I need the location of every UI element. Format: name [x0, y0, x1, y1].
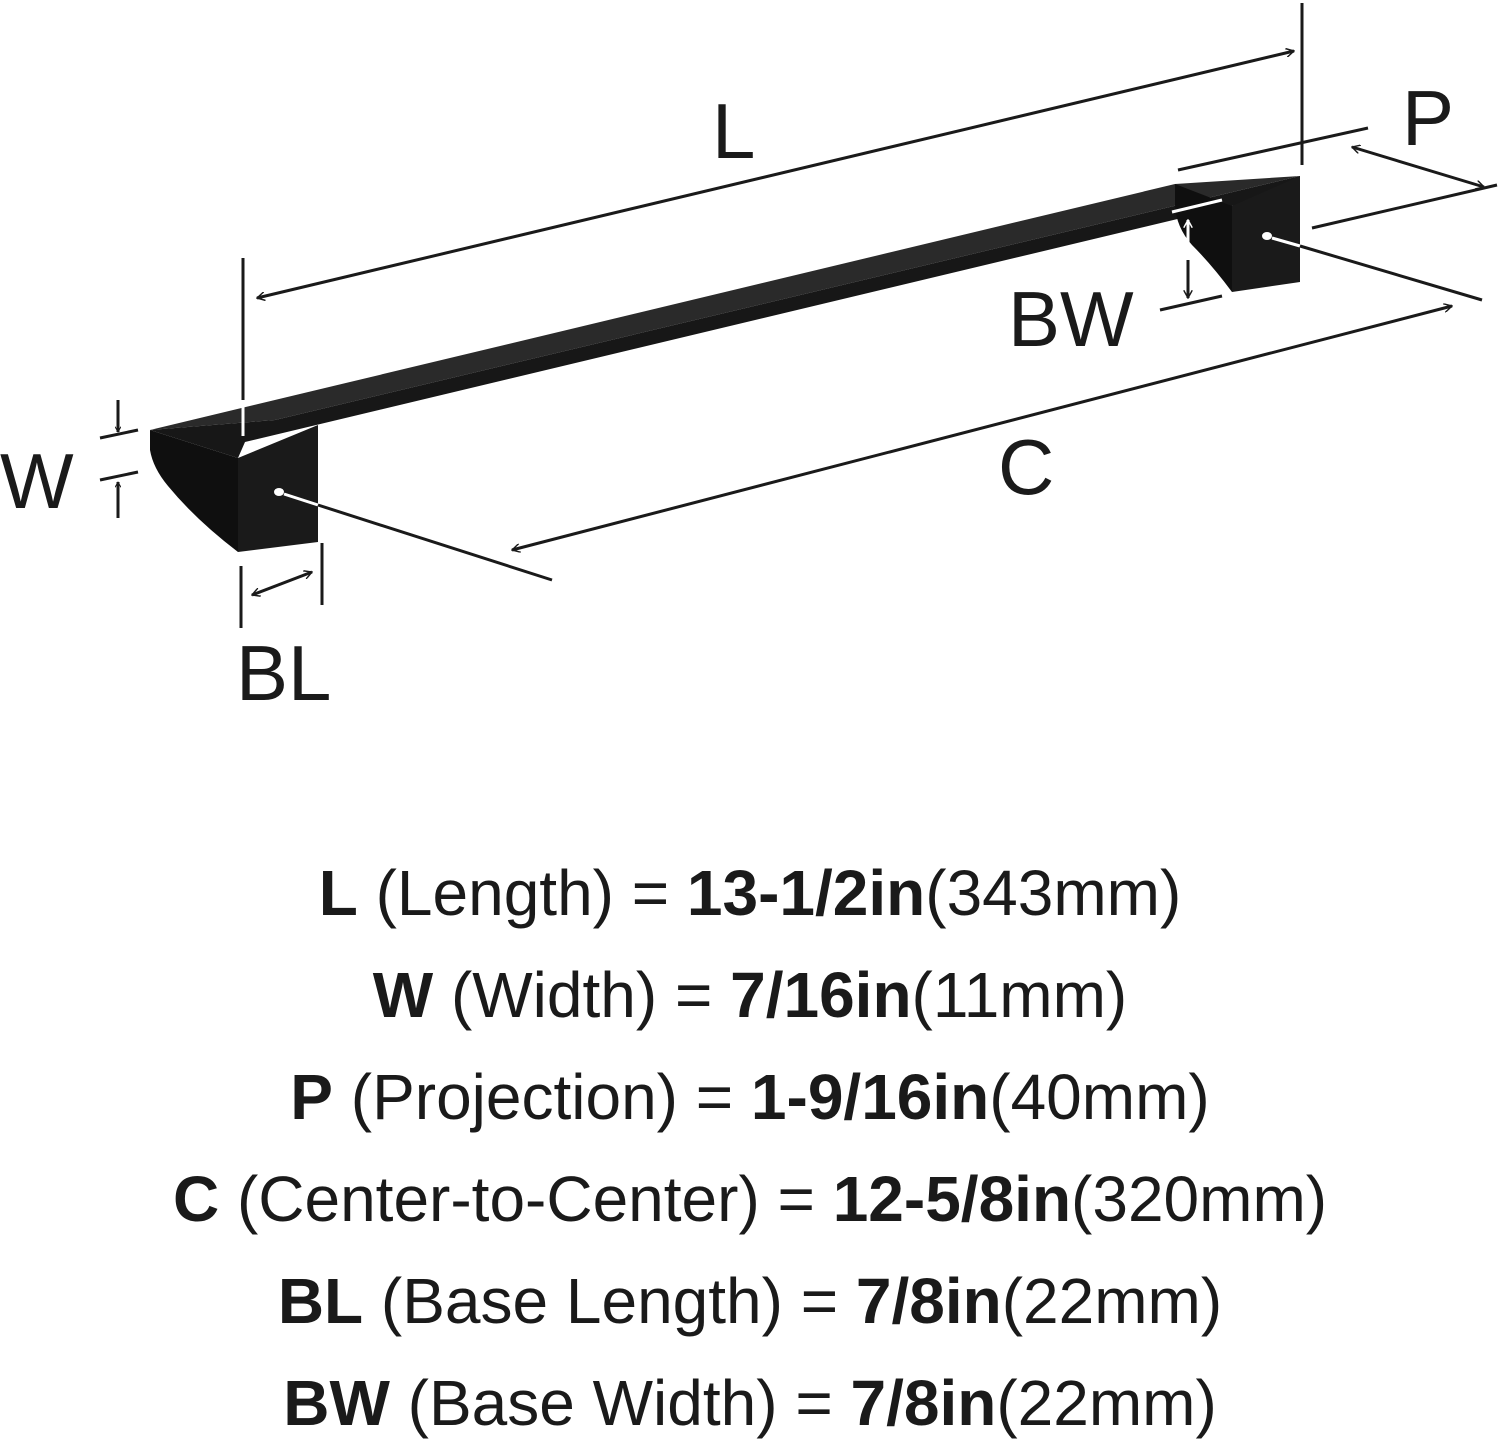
left-mount-hole	[274, 488, 284, 496]
spec-key: C	[172, 1163, 220, 1235]
spec-metric-value: (22mm)	[996, 1367, 1217, 1439]
center-extension-right	[1299, 244, 1483, 302]
width-label: W	[0, 437, 74, 525]
spec-imperial-value: 7/8in	[855, 1265, 1002, 1337]
center-extension-left-white	[283, 492, 319, 507]
spec-imperial-value: 7/8in	[850, 1367, 997, 1439]
spec-key: L	[318, 857, 358, 929]
center-extension-left	[317, 503, 553, 582]
left-post	[150, 430, 238, 552]
dimension-diagram: L P BW W C BL	[0, 3, 1498, 717]
spec-description: (Length) =	[357, 857, 687, 929]
spec-metric-value: (320mm)	[1071, 1163, 1328, 1235]
right-mount-hole	[1262, 232, 1272, 240]
spec-width: W (Width) = 7/16in(11mm)	[0, 944, 1500, 1046]
center-to-center-label: C	[998, 423, 1054, 511]
projection-extension-upper	[1177, 126, 1369, 172]
specifications-list: L (Length) = 13-1/2in(343mm) W (Width) =…	[0, 842, 1500, 1454]
spec-description: (Base Length) =	[363, 1265, 856, 1337]
spec-description: (Center-to-Center) =	[219, 1163, 833, 1235]
width-extension-lower	[99, 470, 139, 482]
spec-length: L (Length) = 13-1/2in(343mm)	[0, 842, 1500, 944]
center-extension-right-white	[1271, 236, 1301, 248]
projection-label: P	[1402, 74, 1454, 162]
spec-key: BL	[277, 1265, 364, 1337]
spec-base-length: BL (Base Length) = 7/8in(22mm)	[0, 1250, 1500, 1352]
projection-extension-lower	[1311, 183, 1498, 230]
spec-key: P	[290, 1061, 333, 1133]
spec-metric-value: (22mm)	[1001, 1265, 1223, 1337]
projection-dimension-line	[1352, 147, 1484, 187]
spec-key: BW	[283, 1367, 390, 1439]
spec-imperial-value: 1-9/16in	[750, 1061, 990, 1133]
base-length-label: BL	[236, 629, 331, 717]
spec-key: W	[372, 959, 434, 1031]
spec-metric-value: (11mm)	[911, 959, 1128, 1031]
spec-description: (Base Width) =	[389, 1367, 851, 1439]
spec-imperial-value: 7/16in	[730, 959, 912, 1031]
width-dimension: W	[0, 400, 139, 525]
width-extension-upper	[99, 428, 139, 440]
spec-description: (Projection) =	[332, 1061, 751, 1133]
length-dimension-line	[257, 51, 1294, 298]
projection-dimension: P	[1177, 74, 1498, 230]
center-to-center-dimension: C	[283, 236, 1483, 582]
spec-base-width: BW (Base Width) = 7/8in(22mm)	[0, 1352, 1500, 1454]
length-dimension: L	[241, 3, 1304, 436]
spec-imperial-value: 13-1/2in	[686, 857, 926, 929]
base-width-extension-lower	[1159, 294, 1223, 312]
spec-projection: P (Projection) = 1-9/16in(40mm)	[0, 1046, 1500, 1148]
spec-metric-value: (343mm)	[925, 857, 1182, 929]
spec-metric-value: (40mm)	[989, 1061, 1210, 1133]
spec-description: (Width) =	[433, 959, 731, 1031]
base-width-label: BW	[1008, 275, 1134, 363]
base-width-extension-upper	[1171, 198, 1223, 214]
base-length-dimension-line	[252, 572, 312, 595]
spec-imperial-value: 12-5/8in	[832, 1163, 1072, 1235]
spec-center-to-center: C (Center-to-Center) = 12-5/8in(320mm)	[0, 1148, 1500, 1250]
length-label: L	[712, 87, 755, 175]
center-dimension-line	[512, 306, 1452, 550]
base-length-dimension: BL	[236, 543, 331, 717]
